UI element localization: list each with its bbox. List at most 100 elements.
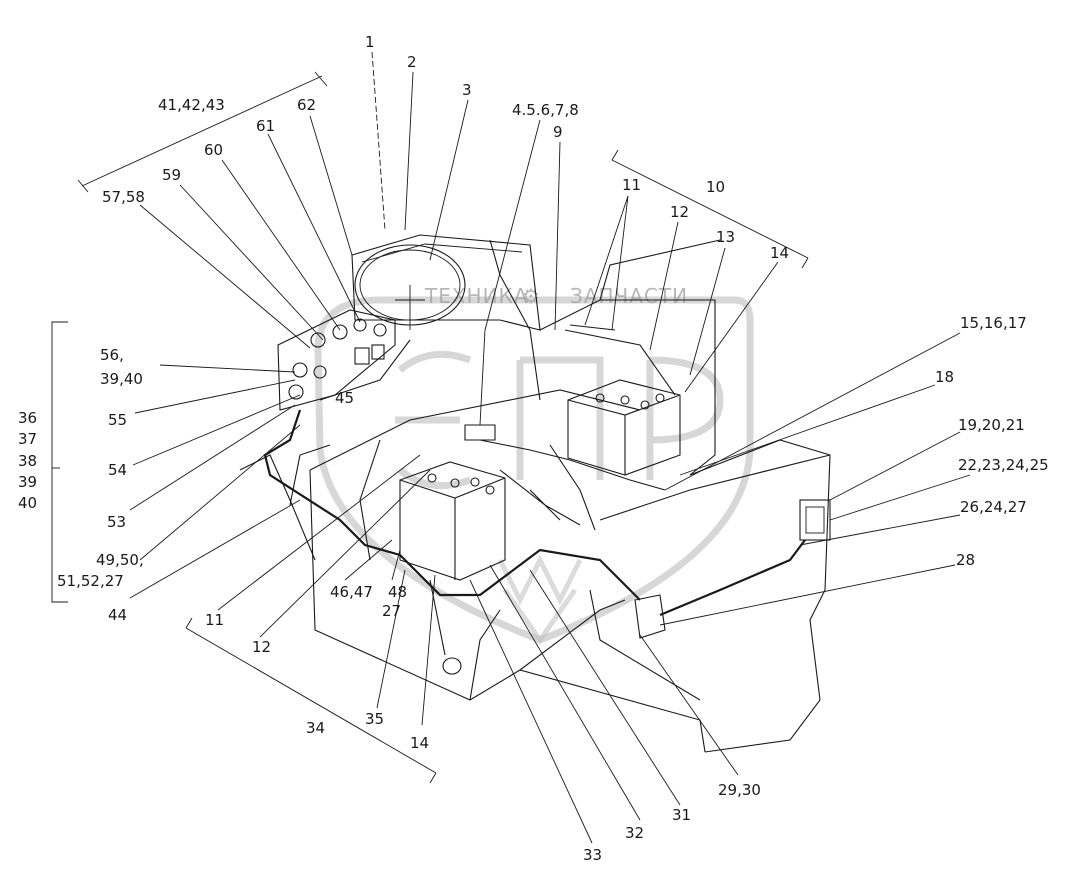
battery-rear-terminal-3 bbox=[640, 400, 650, 410]
right-fender-top bbox=[599, 454, 831, 521]
callout-12-top: 12 bbox=[670, 203, 689, 221]
gauge-2-icon bbox=[332, 324, 348, 340]
leader-53 bbox=[129, 404, 296, 511]
sensor-wire bbox=[429, 579, 446, 656]
seat-support bbox=[359, 439, 381, 561]
callout-1: 1 bbox=[365, 33, 375, 51]
instrument-panel-housing bbox=[277, 309, 396, 411]
callout-4-8: 4.5.6,7,8 bbox=[512, 101, 579, 119]
callout-29-30: 29,30 bbox=[718, 781, 761, 799]
callout-61: 61 bbox=[256, 117, 275, 135]
cab-floor-back bbox=[309, 389, 641, 471]
leader-4-8 bbox=[479, 119, 541, 426]
switch-2-icon bbox=[288, 384, 304, 400]
callout-19-21: 19,20,21 bbox=[958, 416, 1025, 434]
panel-wire bbox=[319, 339, 411, 401]
leader-22-25 bbox=[829, 474, 971, 521]
callout-27: 27 bbox=[382, 602, 401, 620]
battery-rear-terminal-2 bbox=[620, 395, 630, 405]
watermark-left-word: ТЕХНИКА bbox=[424, 284, 528, 308]
leader-12-top bbox=[649, 221, 679, 351]
callout-36: 36 bbox=[18, 409, 37, 427]
callout-57-58: 57,58 bbox=[102, 188, 145, 206]
watermark-letter-r bbox=[646, 356, 724, 480]
floor-plate bbox=[589, 589, 701, 701]
leader-12-bottom bbox=[259, 469, 431, 638]
leader-9 bbox=[554, 141, 561, 331]
lamp-bracket bbox=[569, 324, 616, 331]
leader-60 bbox=[221, 159, 341, 331]
left-floor-edge bbox=[469, 609, 501, 701]
hood-front-frame bbox=[539, 299, 716, 476]
harness-rear bbox=[659, 539, 806, 617]
leader-31 bbox=[529, 569, 681, 806]
left-fender-edge bbox=[289, 444, 331, 506]
callout-15-17: 15,16,17 bbox=[960, 314, 1027, 332]
rear-lamp-right-lens bbox=[805, 506, 825, 534]
leader-18 bbox=[679, 384, 936, 476]
leader-11-bottom bbox=[217, 454, 421, 611]
leader-46-47 bbox=[344, 539, 393, 581]
wiring-harnesses bbox=[263, 239, 806, 656]
callout-48: 48 bbox=[388, 583, 407, 601]
callout-59: 59 bbox=[162, 166, 181, 184]
switch-3-icon bbox=[313, 365, 327, 379]
callout-11-top: 11 bbox=[622, 176, 641, 194]
bracket-36-40 bbox=[51, 321, 68, 603]
rear-lamp-right bbox=[799, 499, 831, 541]
leader-57-58 bbox=[139, 204, 311, 349]
battery-rear bbox=[567, 379, 681, 476]
dashboard-wire bbox=[489, 239, 541, 401]
callout-14-top: 14 bbox=[770, 244, 789, 262]
watermark-gear-icon: ⚙ bbox=[522, 284, 541, 308]
callout-13: 13 bbox=[716, 228, 735, 246]
leader-29-30 bbox=[639, 634, 739, 776]
battery-front-terminal-3 bbox=[470, 477, 480, 487]
callout-3: 3 bbox=[462, 81, 472, 99]
steering-column bbox=[395, 285, 425, 330]
battery-front-terminal-2 bbox=[450, 478, 460, 488]
callout-26-27: 26,24,27 bbox=[960, 498, 1027, 516]
fuse-box-icon bbox=[371, 344, 385, 360]
callout-35: 35 bbox=[365, 710, 384, 728]
callout-labels: 1 2 3 4.5.6,7,8 9 10 11 12 13 14 15,16,1… bbox=[18, 33, 1049, 864]
leader-15-17 bbox=[664, 332, 961, 491]
callout-54: 54 bbox=[108, 461, 127, 479]
leader-3 bbox=[429, 99, 469, 261]
callout-12-bottom: 12 bbox=[252, 638, 271, 656]
callout-14-bottom: 14 bbox=[410, 734, 429, 752]
leader-33 bbox=[469, 579, 593, 844]
leader-19-21 bbox=[829, 431, 961, 501]
callout-33: 33 bbox=[583, 846, 602, 864]
watermark-wheat-mark bbox=[497, 554, 583, 645]
battery-rear-terminal-4 bbox=[655, 393, 665, 403]
dashboard-inner-edge bbox=[361, 243, 523, 263]
callout-56: 56, bbox=[100, 346, 124, 364]
leader-28 bbox=[659, 564, 956, 626]
callout-9: 9 bbox=[553, 123, 563, 141]
battery-cable-b bbox=[549, 444, 596, 531]
leader-lines bbox=[129, 51, 971, 844]
battery-cable-a bbox=[499, 469, 581, 526]
leader-48 bbox=[391, 549, 401, 581]
ground-sensor bbox=[442, 657, 462, 675]
leader-56 bbox=[159, 364, 296, 373]
watermark: ТЕХНИКА ⚙ ЗАПЧАСТИ bbox=[314, 284, 754, 645]
callout-18: 18 bbox=[935, 368, 954, 386]
callout-55: 55 bbox=[108, 411, 127, 429]
callout-2: 2 bbox=[407, 53, 417, 71]
leader-55 bbox=[134, 379, 296, 414]
switch-1-icon bbox=[292, 362, 308, 378]
leader-13 bbox=[689, 247, 726, 376]
callout-39: 39 bbox=[18, 473, 37, 491]
leader-14-top bbox=[684, 261, 779, 393]
relay-box-icon bbox=[354, 347, 370, 365]
callout-11-bottom: 11 bbox=[205, 611, 224, 629]
leader-32 bbox=[489, 564, 641, 821]
bracket-41-43 bbox=[77, 71, 328, 193]
callout-32: 32 bbox=[625, 824, 644, 842]
callout-34: 34 bbox=[306, 719, 325, 737]
leader-44 bbox=[129, 499, 301, 599]
battery-front bbox=[399, 461, 506, 581]
